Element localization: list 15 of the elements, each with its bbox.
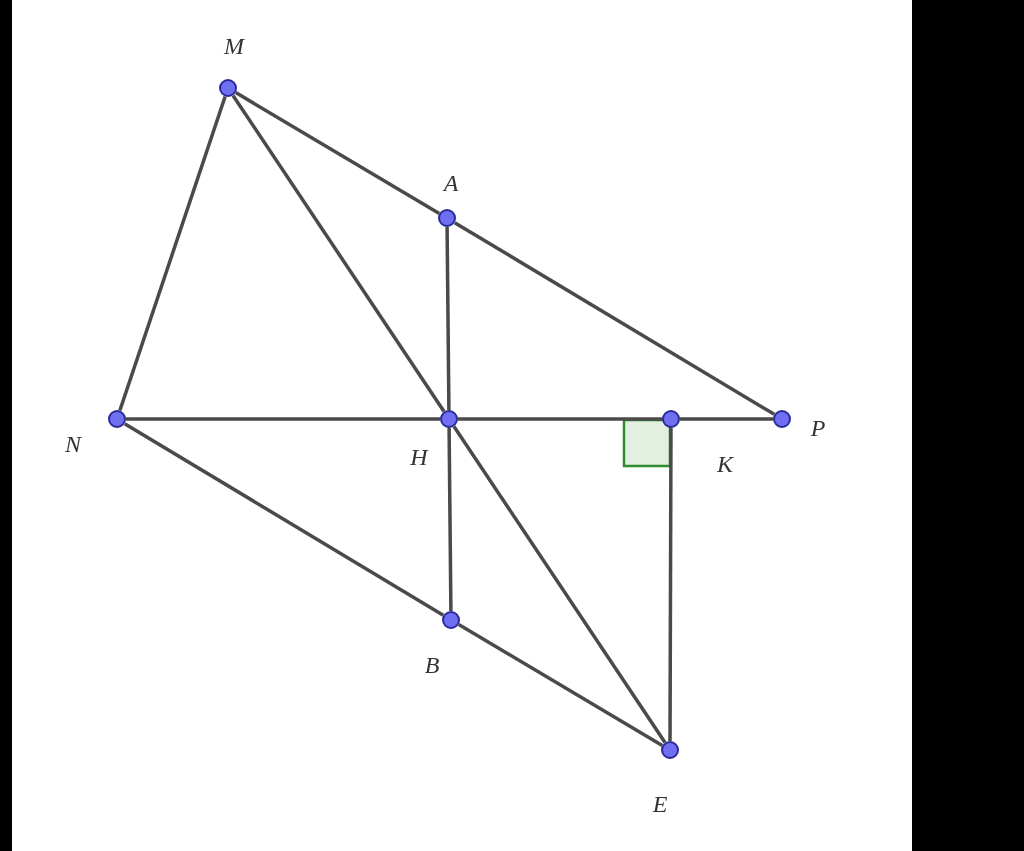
point-label: B [424,653,440,677]
line-segment [445,227,451,410]
line-segment [668,428,673,741]
line-segment [118,95,227,412]
point-label: K [717,452,733,476]
point-label: A [443,171,459,195]
line-segment [680,417,773,421]
line-segment [447,428,453,611]
point-label: P [810,416,826,440]
line-segment [458,417,662,421]
point-label: N [65,432,81,456]
line-segment [126,417,440,421]
point-label: E [652,792,668,816]
point-label: M [224,34,244,58]
point-label: H [410,445,428,469]
